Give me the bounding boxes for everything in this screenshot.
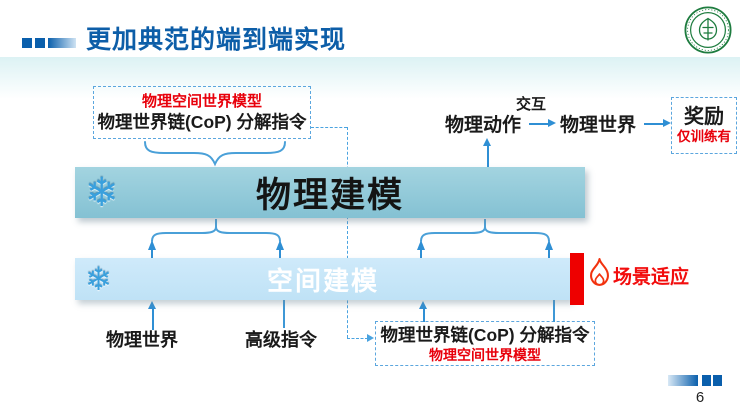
- fire-icon: [590, 258, 609, 286]
- cop-instruction-box-bottom: 物理世界链(CoP) 分解指令 物理空间世界模型: [375, 321, 595, 366]
- page-number: 6: [695, 389, 705, 406]
- cop-instruction-label: 物理世界链(CoP) 分解指令: [380, 324, 590, 345]
- merge-connector-right: [417, 219, 553, 259]
- reward-label: 奖励: [684, 105, 724, 128]
- cop-instruction-label: 物理世界链(CoP) 分解指令: [97, 111, 307, 132]
- snowflake-icon: ❄: [85, 170, 119, 215]
- high-level-instruction-label: 高级指令: [245, 330, 317, 350]
- header-deco-bar: [48, 38, 76, 48]
- merge-connector-left: [148, 219, 284, 259]
- training-only-label: 仅训练有: [677, 128, 731, 144]
- university-seal-icon: [684, 6, 732, 54]
- action-output-arrow: [483, 138, 492, 167]
- physical-world-top-label: 物理世界: [560, 115, 637, 136]
- physical-spatial-world-model-label: 物理空间世界模型: [429, 346, 541, 363]
- reward-box: 奖励 仅训练有: [671, 97, 737, 154]
- world-input-arrow: [148, 301, 157, 330]
- dashed-connector-vertical: [347, 127, 348, 338]
- cop-instruction-box-top: 物理空间世界模型 物理世界链(CoP) 分解指令: [93, 86, 311, 139]
- header-gradient-band: [0, 57, 740, 99]
- interaction-arrow: [529, 119, 556, 128]
- dashed-connector-horizontal-bottom: [347, 338, 368, 339]
- spatial-modeling-bar: ❄ 空间建模: [75, 258, 571, 300]
- header-deco-square: [22, 38, 32, 48]
- reward-arrow: [644, 119, 671, 128]
- dashed-arrowhead-icon: [367, 334, 374, 342]
- instruction-connector-line: [283, 300, 285, 328]
- physical-spatial-world-model-label: 物理空间世界模型: [141, 92, 262, 110]
- footer-deco-square: [702, 375, 711, 386]
- physical-modeling-bar: ❄ 物理建模: [75, 167, 585, 218]
- footer-deco-square: [713, 375, 722, 386]
- spatial-modeling-label: 空间建模: [266, 265, 379, 296]
- cop-input-arrow: [419, 301, 428, 322]
- scene-adaptation-marker: [570, 253, 584, 305]
- footer-deco-bar: [668, 375, 698, 386]
- interaction-label: 交互: [516, 96, 547, 113]
- snowflake-icon: ❄: [85, 261, 112, 297]
- brace-down-connector: [144, 141, 286, 167]
- physical-world-input-label: 物理世界: [106, 330, 178, 350]
- page-title: 更加典范的端到端实现: [86, 26, 347, 54]
- scene-adaptation-label: 场景适应: [613, 267, 690, 288]
- physical-modeling-label: 物理建模: [255, 176, 404, 215]
- physical-action-label: 物理动作: [445, 115, 522, 136]
- dashed-connector-horizontal-top: [311, 127, 347, 128]
- header-deco-square: [35, 38, 45, 48]
- cop-connector-line: [553, 300, 555, 322]
